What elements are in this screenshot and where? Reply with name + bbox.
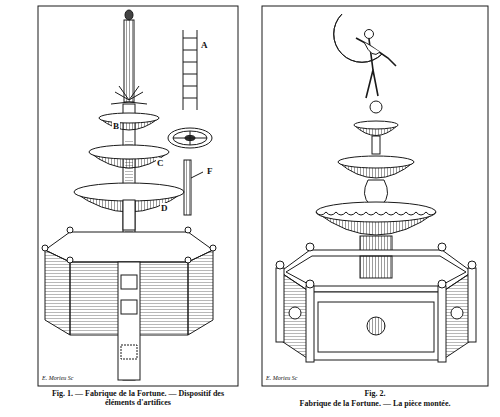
part-letter: F (206, 166, 214, 176)
frame (38, 6, 238, 386)
figure-number: Fig. 2. (262, 389, 488, 398)
wheel-detail (168, 128, 212, 148)
rocket-frame-detail (183, 30, 197, 110)
part-letter: C (156, 158, 165, 168)
fountain (276, 121, 476, 362)
part-letter: B (112, 121, 120, 131)
figure-caption: Fig. 1. — Fabrique de la Fortune. — Disp… (38, 389, 238, 407)
part-letter: A (200, 40, 209, 50)
pipe-detail (184, 160, 203, 215)
fortune-statue (334, 14, 396, 113)
figure-caption: Fabrique de la Fortune. — La pièce monté… (262, 399, 488, 408)
firework-assembly (42, 10, 216, 380)
engraver-signature: E. Morieu Sc (266, 375, 298, 382)
engraver-signature: E. Morieu Sc (42, 375, 74, 382)
part-letter: D (160, 203, 169, 213)
frame (262, 6, 488, 386)
